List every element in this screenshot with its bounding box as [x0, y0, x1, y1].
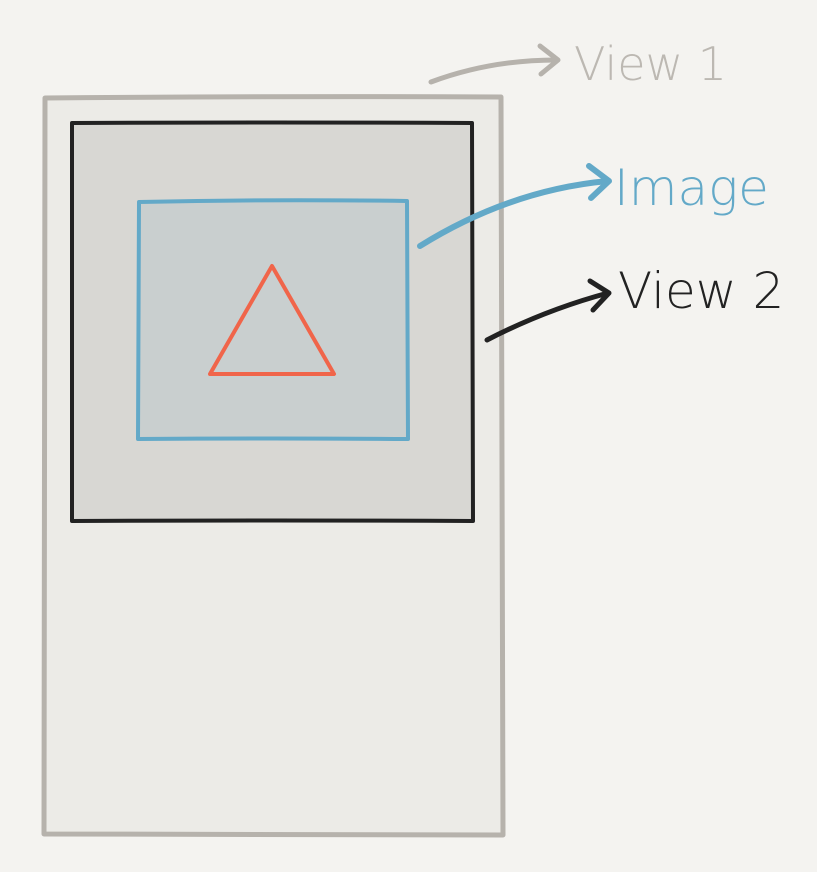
view1-label: View 1 [574, 37, 727, 91]
image-arrowhead [586, 163, 612, 201]
view1-arrow [428, 57, 559, 85]
image-label: Image [614, 159, 769, 217]
view2-arrowhead [587, 278, 612, 313]
view1-arrowhead [537, 43, 561, 77]
image-box [136, 198, 410, 441]
view2-label: View 2 [618, 262, 784, 320]
image-arrow [417, 178, 611, 249]
view2-arrow [484, 290, 611, 343]
triangle-icon [208, 264, 336, 376]
